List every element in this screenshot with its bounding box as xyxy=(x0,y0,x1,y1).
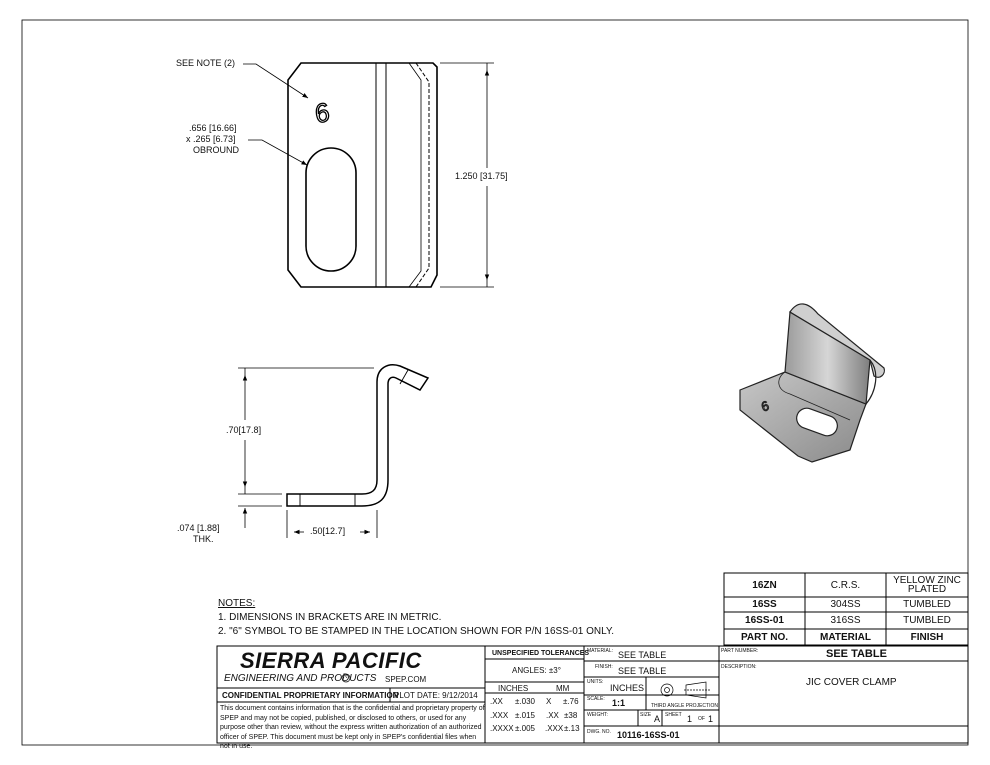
scale-value: 1:1 xyxy=(612,698,626,708)
sheet-border xyxy=(21,19,969,746)
tol-mm-val-1: ±.76 xyxy=(563,697,579,706)
height-dim-label: 1.250 [31.75] xyxy=(455,171,508,181)
slot-type-callout: OBROUND xyxy=(193,145,240,155)
tolerances-angles: ANGLES: ±3° xyxy=(512,666,561,675)
tol-mm-key-3: .XXX xyxy=(545,724,564,733)
of-value: 1 xyxy=(708,714,714,724)
units-value: INCHES xyxy=(610,683,645,693)
slot-size-callout: .656 [16.66] xyxy=(189,123,237,133)
parts-row-2-finish: TUMBLED xyxy=(903,599,951,610)
parts-row-1-finish: YELLOW ZINC PLATED xyxy=(893,575,961,595)
company-name: SIERRA PACIFIC xyxy=(240,648,422,673)
projection-symbol xyxy=(660,681,710,699)
projection-label: THIRD ANGLE PROJECTION xyxy=(651,703,718,709)
note-callout: SEE NOTE (2) xyxy=(176,58,236,68)
confidential-text: This document contains information that … xyxy=(220,705,485,750)
size-value: A xyxy=(654,714,661,724)
tolerances-title: UNSPECIFIED TOLERANCES xyxy=(492,650,590,657)
tol-in-key-2: .XXX xyxy=(490,711,509,720)
tol-in-key-3: .XXXX xyxy=(490,724,514,733)
size-label: SIZE xyxy=(640,712,652,718)
notes-title: NOTES: xyxy=(218,598,256,609)
thickness-dim-label: .074 [1.88] xyxy=(177,523,220,533)
note-1: 1. DIMENSIONS IN BRACKETS ARE IN METRIC. xyxy=(218,612,442,623)
dwg-value: 10116-16SS-01 xyxy=(617,730,680,740)
parts-header-material: MATERIAL xyxy=(820,631,871,643)
height-dimension xyxy=(440,62,494,288)
registered-mark: R xyxy=(343,674,348,680)
material-label: MATERIAL: xyxy=(587,648,614,654)
note-2: 2. "6" SYMBOL TO BE STAMPED IN THE LOCAT… xyxy=(218,626,615,637)
tol-mm-label: MM xyxy=(556,684,570,693)
width-dim-label: .50[12.7] xyxy=(310,526,346,536)
parts-row-3-finish: TUMBLED xyxy=(903,615,951,626)
slot-size-callout-2: x .265 [6.73] xyxy=(186,134,236,144)
part-number-label: PART NUMBER: xyxy=(721,648,759,654)
tol-mm-key-2: .XX xyxy=(546,711,559,720)
front-view: 6 xyxy=(287,62,438,288)
side-dimensions xyxy=(238,367,378,538)
sheet-value: 1 xyxy=(687,714,693,724)
confidential-label: CONFIDENTIAL PROPRIETARY INFORMATION xyxy=(222,691,399,700)
tol-in-val-3: ±.005 xyxy=(515,724,535,733)
tol-inches-label: INCHES xyxy=(498,684,529,693)
parts-header-part: PART NO. xyxy=(740,631,789,643)
sheet-label: SHEET xyxy=(665,712,682,718)
units-label: UNITS: xyxy=(587,679,604,685)
tol-mm-val-2: ±38 xyxy=(564,711,578,720)
finish-label: FINISH: xyxy=(595,664,613,670)
of-label: OF xyxy=(698,716,705,722)
side-view xyxy=(286,364,430,507)
parts-row-2-part: 16SS xyxy=(752,599,777,610)
tol-in-key-1: .XX xyxy=(490,697,503,706)
svg-text:6: 6 xyxy=(310,96,334,129)
parts-header-finish: FINISH xyxy=(910,631,944,643)
front-leaders xyxy=(243,63,309,166)
weight-label: WEIGHT: xyxy=(587,712,608,718)
tol-mm-val-3: ±.13 xyxy=(564,724,580,733)
part-number-value: SEE TABLE xyxy=(826,648,887,660)
thickness-label: THK. xyxy=(193,534,214,544)
material-value: SEE TABLE xyxy=(618,650,667,660)
plot-date: PLOT DATE: 9/12/2014 xyxy=(394,691,478,700)
title-block-grid xyxy=(216,645,969,744)
parts-table-grid xyxy=(723,572,969,646)
scale-label: SCALE: xyxy=(587,696,605,702)
parts-row-1-part: 16ZN xyxy=(752,579,777,591)
dwg-label: DWG. NO. xyxy=(587,729,611,735)
tol-in-val-1: ±.030 xyxy=(515,697,535,706)
parts-row-2-material: 304SS xyxy=(830,599,861,610)
tol-mm-key-1: X xyxy=(546,697,552,706)
parts-row-3-part: 16SS-01 xyxy=(745,615,784,626)
description-value: JIC COVER CLAMP xyxy=(806,677,897,688)
company-website: SPEP.COM xyxy=(385,675,427,684)
description-label: DESCRIPTION: xyxy=(721,664,757,670)
tol-in-val-2: ±.015 xyxy=(515,711,535,720)
parts-row-1-material: C.R.S. xyxy=(830,579,861,591)
isometric-view: 6 xyxy=(739,303,885,463)
side-height-dim-label: .70[17.8] xyxy=(226,425,262,435)
company-subtitle: ENGINEERING AND PRODUCTS xyxy=(224,673,377,684)
parts-row-3-material: 316SS xyxy=(830,615,861,626)
finish-value: SEE TABLE xyxy=(618,666,667,676)
